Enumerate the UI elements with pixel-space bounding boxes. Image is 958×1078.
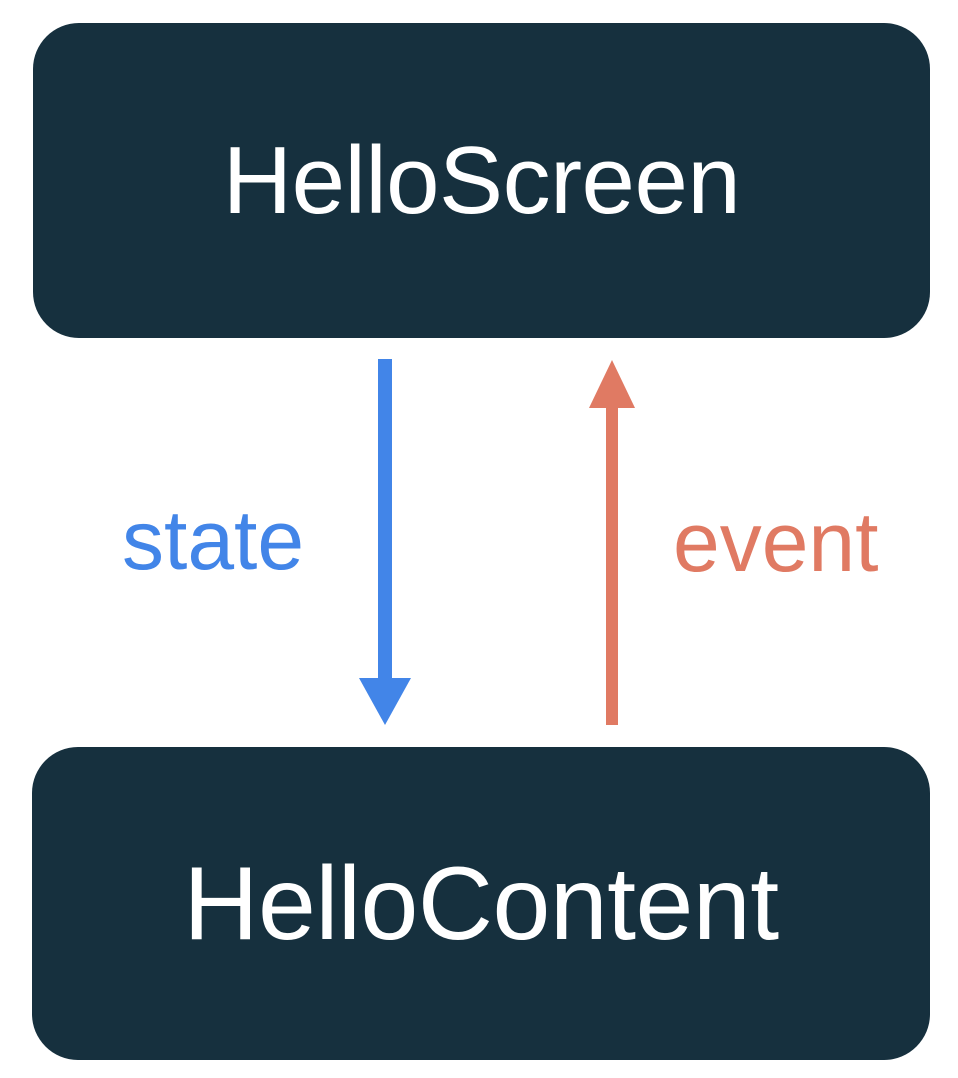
edge-label-state: state: [122, 493, 305, 587]
node-hello-content[interactable]: HelloContent: [32, 747, 930, 1060]
node-hello-content-label: HelloContent: [183, 845, 779, 962]
node-hello-screen[interactable]: HelloScreen: [33, 23, 930, 338]
edge-label-event: event: [673, 495, 879, 589]
arrow-up-event-icon: [589, 360, 635, 725]
arrow-down-state-icon: [359, 359, 411, 725]
node-hello-screen-label: HelloScreen: [222, 126, 741, 234]
